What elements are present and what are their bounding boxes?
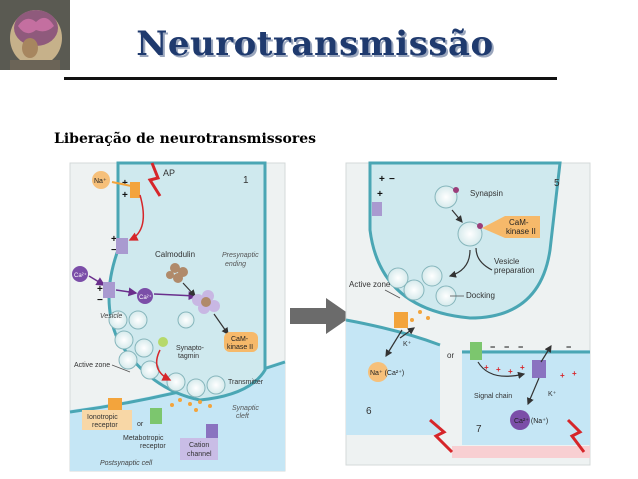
svg-text:Ca²⁺: Ca²⁺ (139, 294, 152, 301)
svg-text:cleft: cleft (236, 413, 250, 420)
camkinase-right (482, 216, 540, 238)
step-1-label: 1 (243, 175, 249, 186)
postsynaptic-6 (346, 320, 440, 435)
page-title: Neurotransmissão (136, 24, 494, 64)
presynaptic-ending-label: Presynaptic (222, 252, 259, 259)
svg-text:Ca²⁺: Ca²⁺ (74, 272, 87, 279)
lightning-icon-7 (566, 418, 586, 453)
postsynaptic-7 (462, 350, 590, 445)
svg-text:kinase II: kinase II (227, 344, 253, 351)
svg-text:+: + (377, 189, 383, 200)
na-ion-icon (92, 171, 110, 189)
active-zone-label-right: Active zone (349, 280, 391, 289)
docked-vesicles (387, 265, 457, 307)
left-panel: ++ +− +− AP 1 Na⁺ Ca²⁺ Ca²⁺ Calmodulin (69, 161, 286, 472)
svg-text:tagmin: tagmin (178, 353, 199, 360)
cation-channel-icon (206, 424, 218, 438)
ca-ion-icon (72, 266, 88, 282)
camkinase-box (224, 332, 258, 352)
signal-chain-label: Signal chain (474, 393, 512, 400)
step-7-label: 7 (476, 424, 482, 435)
svg-text:+: + (560, 371, 565, 380)
lightning-icon-6 (429, 418, 454, 454)
svg-text:−: − (566, 342, 571, 352)
svg-text:Synapto-: Synapto- (176, 345, 205, 352)
svg-text:Na⁺: Na⁺ (94, 178, 107, 185)
transmitter-dots (170, 398, 212, 412)
calmodulin-label: Calmodulin (155, 250, 195, 259)
svg-text:+: + (122, 190, 128, 201)
cation-channel-right (532, 360, 546, 378)
svg-text:−: − (504, 342, 509, 352)
svg-text:Ca²⁺ (Na⁺): Ca²⁺ (Na⁺) (514, 418, 548, 425)
brain-head-icon (0, 0, 70, 70)
svg-text:CaM-: CaM- (231, 336, 249, 343)
na-ion-right-icon (368, 362, 388, 382)
svg-text:−: − (97, 295, 103, 306)
ca-ion-right-icon (510, 410, 530, 430)
title-divider (64, 77, 557, 80)
ca-channel-icon (116, 238, 128, 254)
metabotropic-receptor-right (470, 342, 482, 360)
svg-text:CaM-: CaM- (509, 218, 529, 227)
vesicle-preparation-label: Vesicle (494, 257, 520, 266)
svg-text:+: + (508, 367, 513, 376)
lightning-icon (147, 162, 162, 197)
right-panel: 5 +− + Synapsin CaM- kinase II Vesicle p… (345, 161, 591, 466)
svg-text:Ionotropic: Ionotropic (87, 414, 118, 421)
right-arrow-icon (290, 298, 352, 334)
na-channel-icon (130, 182, 140, 198)
svg-text:+: + (379, 174, 385, 185)
svg-text:or: or (137, 421, 144, 428)
step-6-label: 6 (366, 406, 372, 417)
vesicles-left (108, 310, 226, 398)
svg-text:+: + (122, 178, 128, 189)
calmodulin-icon (166, 263, 188, 283)
step-5-label: 5 (554, 178, 560, 189)
svg-text:K⁺: K⁺ (548, 391, 557, 398)
synapsin-vesicle (434, 185, 458, 209)
svg-text:−: − (490, 342, 495, 352)
ca-calmodulin-complex-icon (192, 290, 220, 314)
postsynaptic-cell-label: Postsynaptic cell (100, 460, 153, 467)
transmitter-label: Transmitter (228, 379, 264, 386)
svg-text:receptor: receptor (140, 443, 166, 450)
synapsin-label: Synapsin (470, 189, 503, 198)
vesicle-label: Vesicle (100, 313, 122, 320)
svg-text:kinase II: kinase II (506, 227, 536, 236)
svg-text:receptor: receptor (92, 422, 118, 429)
synaptic-cleft-label: Synaptic (232, 405, 259, 412)
svg-text:K⁺: K⁺ (403, 341, 412, 348)
svg-text:Cation: Cation (189, 442, 209, 449)
svg-text:+: + (97, 284, 103, 295)
synaptotagmin-icon (158, 337, 168, 347)
svg-text:+: + (111, 234, 117, 245)
svg-text:ending: ending (225, 261, 246, 268)
active-zone-label: Active zone (74, 362, 110, 369)
docking-label: Docking (466, 291, 495, 300)
ionotropic-receptor-right (394, 312, 408, 328)
svg-text:+: + (572, 369, 577, 378)
svg-text:Metabotropic: Metabotropic (123, 435, 164, 442)
svg-text:+: + (496, 365, 501, 374)
ap-label: AP (163, 168, 175, 178)
page-subtitle: Liberação de neurotransmissores (54, 131, 317, 147)
metabotropic-receptor-icon (150, 408, 162, 424)
svg-text:+: + (484, 363, 489, 372)
svg-text:preparation: preparation (494, 266, 534, 275)
svg-text:−: − (389, 174, 395, 185)
svg-text:or: or (447, 351, 454, 360)
svg-text:channel: channel (187, 451, 212, 458)
svg-text:Na⁺ (Ca²⁺): Na⁺ (Ca²⁺) (370, 370, 404, 377)
svg-text:−: − (111, 245, 117, 256)
svg-text:−: − (518, 342, 523, 352)
ca-ion-inside-icon (137, 288, 153, 304)
svg-text:+: + (520, 363, 525, 372)
